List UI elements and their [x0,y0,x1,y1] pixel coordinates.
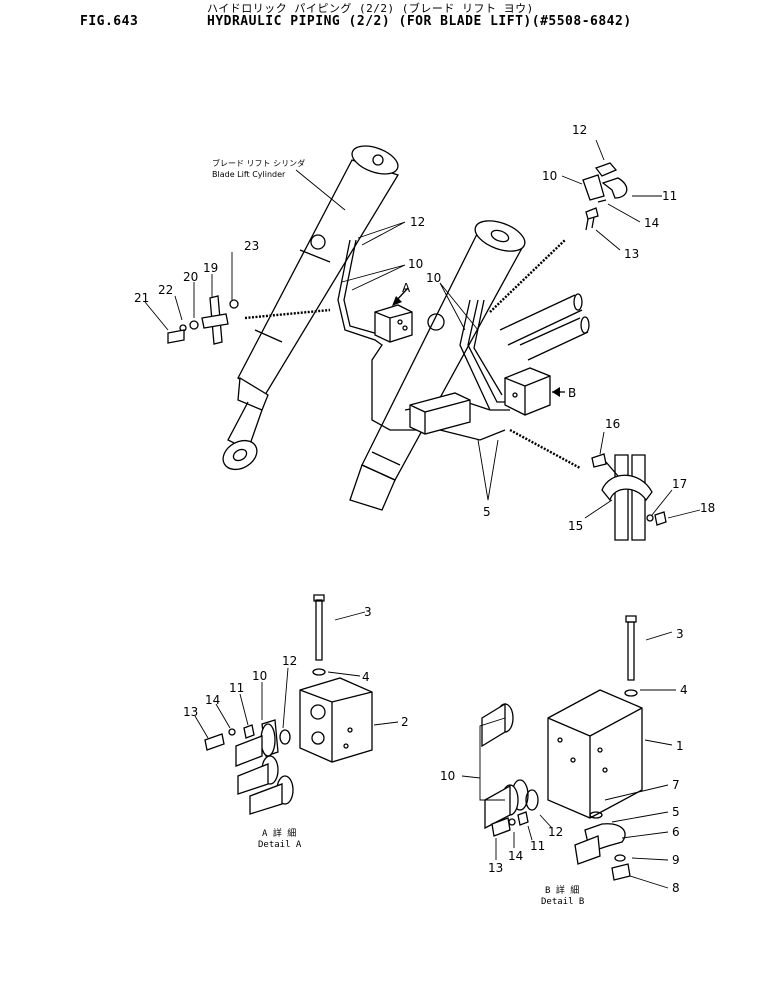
detail-b-callout-12: 12 [548,825,563,839]
detail-b-callout-6: 6 [672,825,680,839]
cylinder-label-en: Blade Lift Cylinder [212,170,286,179]
detail-b-callout-11: 11 [530,839,545,853]
callout-19: 19 [203,261,218,275]
detail-b-label: Detail B [541,897,584,907]
clamp-assembly-right [584,431,701,541]
detail-b-callout-13: 13 [488,861,503,875]
cylinder-label-jp: ブレード リフト シリンダ [212,158,305,168]
detail-a-callout-13: 13 [183,705,198,719]
callout-10-top: 10 [542,169,557,183]
title-japanese: ハイドロリック パイピング (2/2) (ブレード リフト ヨウ) [207,2,534,15]
callout-17: 17 [672,477,687,491]
callout-18: 18 [700,501,715,515]
detail-a-label: Detail A [258,840,302,850]
callout-14-top: 14 [644,216,659,230]
detail-b: B 詳 細 Detail B [461,615,676,907]
detail-a-callout-3: 3 [364,605,372,619]
detail-b-callout-4: 4 [680,683,688,697]
callout-5-main: 5 [483,505,491,519]
clamp-assembly-top [561,139,662,251]
detail-b-callout-8: 8 [672,881,680,895]
callout-22: 22 [158,283,173,297]
detail-b-callout-1: 1 [676,739,684,753]
figure-number: FIG.643 [80,14,139,29]
detail-b-callout-10: 10 [440,769,455,783]
detail-b-label-jp: B 詳 細 [545,884,579,896]
callout-10-mid-a: 10 [408,257,423,271]
arrow-a-label: A [402,281,411,295]
callout-13-top: 13 [624,247,639,261]
callout-20: 20 [183,270,198,284]
detail-a-callout-14: 14 [205,693,220,707]
detail-b-callout-9: 9 [672,853,680,867]
detail-b-callout-7: 7 [672,778,680,792]
detail-b-callout-14: 14 [508,849,523,863]
hatched-leaders [244,239,581,470]
valve-block-a [374,304,413,343]
callout-11-top: 11 [662,189,677,203]
detail-a-callout-12: 12 [282,654,297,668]
callout-23: 23 [244,239,259,253]
arrow-a: A [392,281,411,306]
callout-21: 21 [134,291,149,305]
callout-15: 15 [568,519,583,533]
detail-a-callout-4: 4 [362,670,370,684]
callout-10-mid-b: 10 [426,271,441,285]
detail-b-callout-3: 3 [676,627,684,641]
left-cylinder [222,145,399,471]
leaders-main [144,221,499,501]
right-cylinder [349,220,526,511]
detail-b-callout-5: 5 [672,805,680,819]
arrow-b-label: B [568,386,576,400]
detail-a-callout-11: 11 [229,681,244,695]
detail-a-callout-2: 2 [401,715,409,729]
detail-a-callout-10: 10 [252,669,267,683]
valve-block-b [504,367,551,416]
callout-12-mid: 12 [410,215,425,229]
bracket-assembly-left [167,295,239,345]
manifold [409,392,471,435]
detail-a: A 詳 細 Detail A [194,594,399,850]
arrow-b: B [552,386,576,400]
detail-a-label-jp: A 詳 細 [262,827,296,839]
hoses [499,293,590,361]
callout-12-top: 12 [572,123,587,137]
page-title: HYDRAULIC PIPING (2/2) (FOR BLADE LIFT)(… [207,14,632,29]
callout-16: 16 [605,417,620,431]
